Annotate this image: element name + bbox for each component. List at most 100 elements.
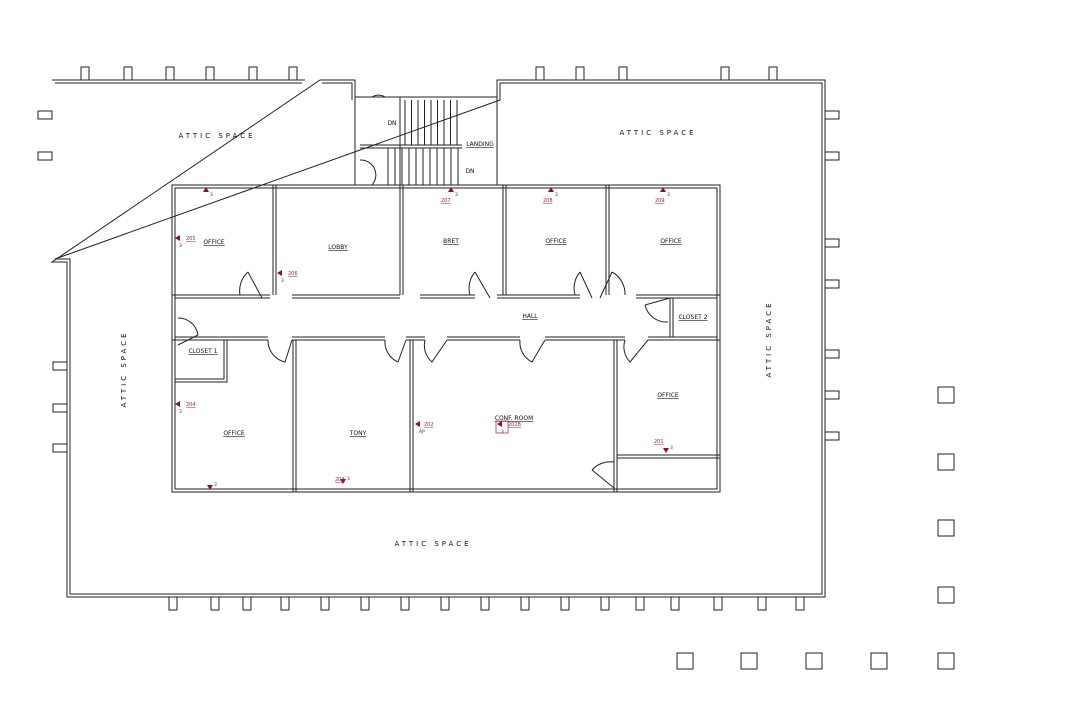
marker-id: 205 <box>186 236 196 242</box>
site-square <box>937 519 955 537</box>
marker-triangle-icon <box>548 187 554 192</box>
site-square <box>937 652 955 670</box>
column <box>824 390 840 400</box>
site-square <box>676 652 694 670</box>
room-office-se: OFFICE <box>657 392 679 399</box>
down-label-1: DN <box>387 120 396 127</box>
column <box>575 66 585 81</box>
column <box>824 431 840 441</box>
marker-id: 208 <box>543 198 553 204</box>
column <box>52 403 68 413</box>
room-conf: CONF. ROOM <box>495 415 534 422</box>
site-square <box>937 386 955 404</box>
site-markers <box>676 386 955 670</box>
marker-sub: 3 <box>179 409 182 415</box>
marker-sub: 3 <box>281 278 284 284</box>
column <box>242 596 252 611</box>
marker-sub: 3 <box>555 192 558 198</box>
down-label-2: DN <box>465 168 474 175</box>
column <box>635 596 645 611</box>
column <box>400 596 410 611</box>
marker-sub: AP <box>419 429 425 435</box>
column <box>618 66 628 81</box>
attic-label-ne: ATTIC SPACE <box>619 129 696 137</box>
marker-sub: 3 <box>210 192 213 198</box>
column <box>52 361 68 371</box>
marker-sub: 3 <box>214 482 217 488</box>
marker-sub: 3 <box>179 243 182 249</box>
column <box>824 110 840 120</box>
marker-id: 206 <box>288 271 298 277</box>
room-lobby: LOBBY <box>328 244 348 251</box>
room-hall: HALL <box>522 313 538 320</box>
marker-triangle-icon <box>207 485 213 490</box>
site-square <box>937 453 955 471</box>
marker-triangle-icon <box>203 187 209 192</box>
marker-id: 203 <box>335 477 345 483</box>
column <box>560 596 570 611</box>
marker-sub: 3 <box>667 192 670 198</box>
column <box>123 66 133 81</box>
room-office-sw: OFFICE <box>223 430 245 437</box>
attic-label-south: ATTIC SPACE <box>394 540 471 548</box>
column <box>824 349 840 359</box>
column <box>80 66 90 81</box>
column <box>360 596 370 611</box>
column <box>670 596 680 611</box>
column <box>768 66 778 81</box>
column <box>824 279 840 289</box>
site-square <box>805 652 823 670</box>
column <box>824 238 840 248</box>
room-bret: BRET <box>443 238 459 245</box>
core-walls <box>171 184 721 493</box>
column <box>280 596 290 611</box>
stair <box>354 94 498 186</box>
column <box>600 596 610 611</box>
room-closet-2: CLOSET 2 <box>678 314 707 321</box>
marker-triangle-icon <box>448 187 454 192</box>
marker-sub: 3 <box>455 192 458 198</box>
marker-id: 202B <box>508 422 522 428</box>
marker-triangle-icon <box>497 421 502 427</box>
marker-triangle-icon <box>277 270 282 276</box>
marker-id: 202 <box>424 422 434 428</box>
columns <box>37 66 840 611</box>
room-closet-1: CLOSET 1 <box>188 348 217 355</box>
marker-sub: 3 <box>670 445 673 451</box>
column <box>165 66 175 81</box>
room-office-nw: OFFICE <box>203 239 225 246</box>
marker-id: 204 <box>186 402 196 408</box>
column <box>757 596 767 611</box>
site-square <box>870 652 888 670</box>
attic-label-nw: ATTIC SPACE <box>178 132 255 140</box>
landing-label: LANDING <box>466 141 494 148</box>
column <box>37 151 53 161</box>
attic-label-west: ATTIC SPACE <box>120 330 128 407</box>
marker-triangle-icon <box>340 479 346 484</box>
column <box>210 596 220 611</box>
column <box>795 596 805 611</box>
marker-unlabeled-7: 3 <box>207 482 217 490</box>
column <box>713 596 723 611</box>
attic-label-east: ATTIC SPACE <box>765 300 773 377</box>
room-office-ne: OFFICE <box>660 238 682 245</box>
column <box>52 443 68 453</box>
marker-id: 207 <box>441 198 451 204</box>
marker-triangle-icon <box>663 448 669 453</box>
column <box>248 66 258 81</box>
column <box>535 66 545 81</box>
site-square <box>937 586 955 604</box>
marker-triangle-icon <box>175 235 180 241</box>
room-tony: TONY <box>349 430 367 437</box>
column <box>168 596 178 611</box>
marker-id: 209 <box>655 198 665 204</box>
marker-sub: 3 <box>347 476 350 482</box>
